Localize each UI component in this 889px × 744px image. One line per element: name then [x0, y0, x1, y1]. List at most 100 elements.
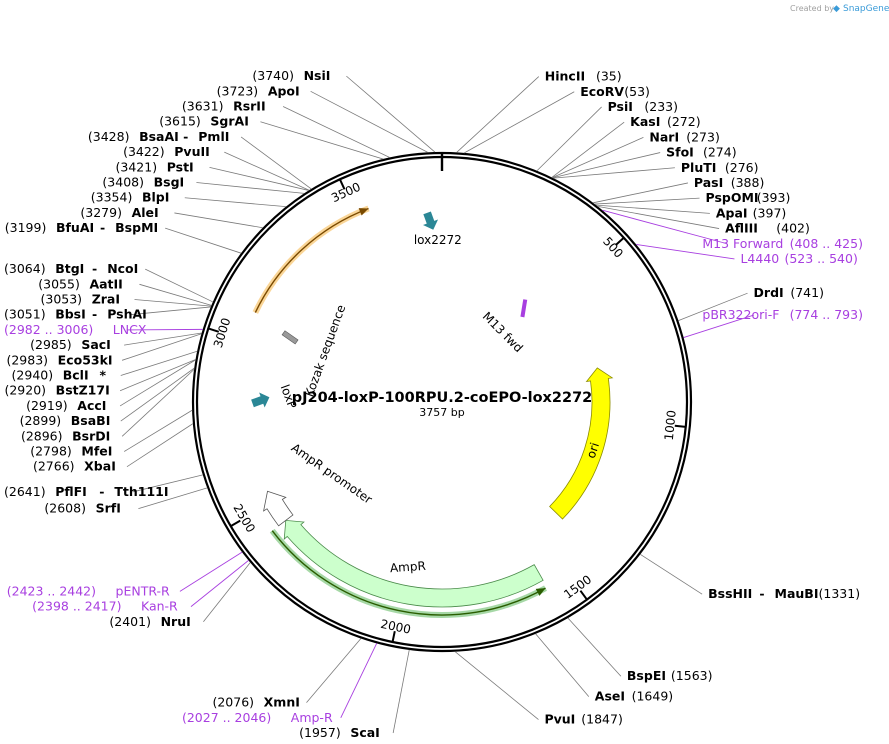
- site-name: AleI: [132, 205, 159, 220]
- site-pos: (3053): [40, 292, 82, 307]
- site-blpi[interactable]: (3354)BlpI: [91, 190, 170, 205]
- site-pos: (3422): [123, 144, 165, 159]
- site-pos: (3064): [4, 261, 46, 276]
- ori-feature[interactable]: [549, 367, 614, 520]
- primer-leader: [683, 314, 754, 339]
- site-alei[interactable]: (3279)AleI: [80, 205, 158, 220]
- site-pasi[interactable]: PasI(388): [694, 175, 764, 190]
- site-pos: (273): [686, 129, 720, 144]
- site-rsrii[interactable]: (3631)RsrII: [182, 99, 266, 114]
- site-name: BsaBI: [71, 413, 111, 428]
- site-leader: [145, 268, 214, 303]
- site-scai[interactable]: (1957)ScaI: [299, 725, 380, 740]
- site-pos: (402): [776, 221, 810, 236]
- site-pspomi[interactable]: PspOMI(393): [706, 190, 791, 205]
- primer-lncx[interactable]: (2982 .. 3006)LNCX: [4, 322, 147, 337]
- site-bstz17i[interactable]: (2920)BstZ17I: [4, 383, 109, 398]
- site-sgrai[interactable]: (3615)SgrAI: [159, 114, 249, 129]
- site-bsabi[interactable]: (2899)BsaBI: [20, 413, 111, 428]
- primer-l4440[interactable]: L4440(523 .. 540): [740, 251, 857, 266]
- site-pvuii[interactable]: (3422)PvuII: [123, 144, 210, 159]
- ampr-orf-arrowhead: [535, 588, 546, 596]
- primer-amp-r[interactable]: (2027 .. 2046)Amp-R: [182, 710, 333, 725]
- primer-m13-forward[interactable]: M13 Forward(408 .. 425): [702, 236, 863, 251]
- site-bcli[interactable]: (2940)BclI*: [12, 368, 107, 383]
- ampr-promoter-label: AmpR promoter: [289, 441, 375, 507]
- site-kasi[interactable]: KasI(272): [630, 114, 700, 129]
- site-dash: -: [100, 220, 105, 235]
- site-asei[interactable]: AseI(1649): [595, 689, 673, 704]
- site-pvui[interactable]: PvuI(1847): [544, 712, 622, 727]
- site-hincii[interactable]: HincII(35): [545, 69, 622, 84]
- site-pflfi[interactable]: (2641)PflFI-Tth111I: [4, 484, 169, 499]
- site-drdi[interactable]: DrdI(741): [754, 285, 824, 300]
- site-name: AatII: [89, 276, 122, 291]
- site-acci[interactable]: (2919)AccI: [26, 398, 106, 413]
- kozak-sequence-feature[interactable]: [281, 330, 299, 345]
- site-bspei[interactable]: BspEI(1563): [627, 668, 713, 683]
- site-apai[interactable]: ApaI(397): [716, 205, 786, 220]
- site-btgi[interactable]: (3064)BtgI-NcoI: [4, 261, 138, 276]
- site-bsgi[interactable]: (3408)BsgI: [102, 175, 184, 190]
- site-name: AseI: [595, 689, 625, 704]
- primer-leader: [190, 560, 249, 607]
- site-pos: (2401): [109, 614, 151, 629]
- site-eco53ki[interactable]: (2983)Eco53kI: [6, 352, 112, 367]
- site-name: BsaAI: [139, 129, 179, 144]
- site-mfei[interactable]: (2798)MfeI: [30, 444, 112, 459]
- primer-leader: [340, 643, 378, 718]
- ampr-orf-arc: [271, 530, 546, 616]
- site-leader: [640, 553, 703, 595]
- site-name: HincII: [545, 69, 585, 84]
- site-sfoi[interactable]: SfoI(274): [666, 145, 736, 160]
- site-pos: (2798): [30, 444, 72, 459]
- site-leader: [240, 136, 312, 190]
- site-pos: (2940): [12, 368, 54, 383]
- site-leader: [124, 332, 202, 346]
- site-psii[interactable]: PsiI(233): [608, 99, 678, 114]
- primer-pbr322ori-f[interactable]: pBR322ori-F (774 .. 793): [702, 307, 863, 322]
- site-leader: [392, 649, 410, 734]
- site-nrui[interactable]: (2401)NruI: [109, 614, 190, 629]
- site-bsrdi[interactable]: (2896)BsrDI: [21, 428, 110, 443]
- primer-leader: [126, 328, 203, 331]
- site-name2: BspMI: [115, 220, 158, 235]
- site-bfuai[interactable]: (3199)BfuAI-BspMI: [5, 220, 158, 235]
- site-psti[interactable]: (3421)PstI: [116, 159, 194, 174]
- site-bsaai[interactable]: (3428)BsaAI-PmlI: [88, 129, 230, 144]
- site-bsshii[interactable]: BssHII-MauBI(1331): [708, 586, 860, 601]
- tick-mark: [339, 178, 346, 190]
- site-pos: (53): [624, 84, 650, 99]
- site-zrai[interactable]: (3053)ZraI: [40, 292, 120, 307]
- ampr-promoter-feature[interactable]: [263, 490, 294, 527]
- site-xbai[interactable]: (2766)XbaI: [33, 459, 116, 474]
- site-leader: [454, 651, 539, 720]
- site-afliii[interactable]: AflIII(402): [725, 221, 810, 236]
- primer-name: LNCX: [113, 322, 147, 337]
- site-xmni[interactable]: (2076)XmnI: [212, 695, 299, 710]
- site-leader: [124, 409, 193, 452]
- credit-prefix: Created by: [790, 4, 834, 13]
- site-nari[interactable]: NarI(273): [649, 129, 719, 144]
- loxp-feature[interactable]: [250, 390, 272, 411]
- site-aatii[interactable]: (3055)AatII: [38, 276, 123, 291]
- lox2272-feature[interactable]: [420, 210, 441, 232]
- site-leaders: [119, 75, 754, 734]
- primer-kan-r[interactable]: (2398 .. 2417)Kan-R: [32, 599, 178, 614]
- m13-fwd-feature[interactable]: [520, 299, 528, 318]
- site-pluti[interactable]: PluTI(276): [681, 160, 759, 175]
- site-pos: (3615): [159, 114, 201, 129]
- site-name: PflFI: [55, 484, 87, 499]
- primer-range: (774 .. 793): [790, 307, 863, 322]
- site-saci[interactable]: (2985)SacI: [30, 337, 111, 352]
- tick-mark: [674, 424, 686, 428]
- site-dash: -: [99, 484, 104, 499]
- site-pos: (2766): [33, 459, 75, 474]
- primer-pentr-r[interactable]: (2423 .. 2442)pENTR-R: [7, 583, 170, 598]
- site-apoi[interactable]: (3723)ApoI: [217, 83, 300, 98]
- site-srfi[interactable]: (2608)SrfI: [44, 501, 120, 516]
- site-nsii[interactable]: (3740)NsiI: [252, 68, 330, 83]
- site-bbsi[interactable]: (3051)BbsI-PshAI: [4, 307, 147, 322]
- primer-name: pBR322ori-F: [702, 307, 779, 322]
- site-ecorv[interactable]: EcoRV(53): [580, 84, 650, 99]
